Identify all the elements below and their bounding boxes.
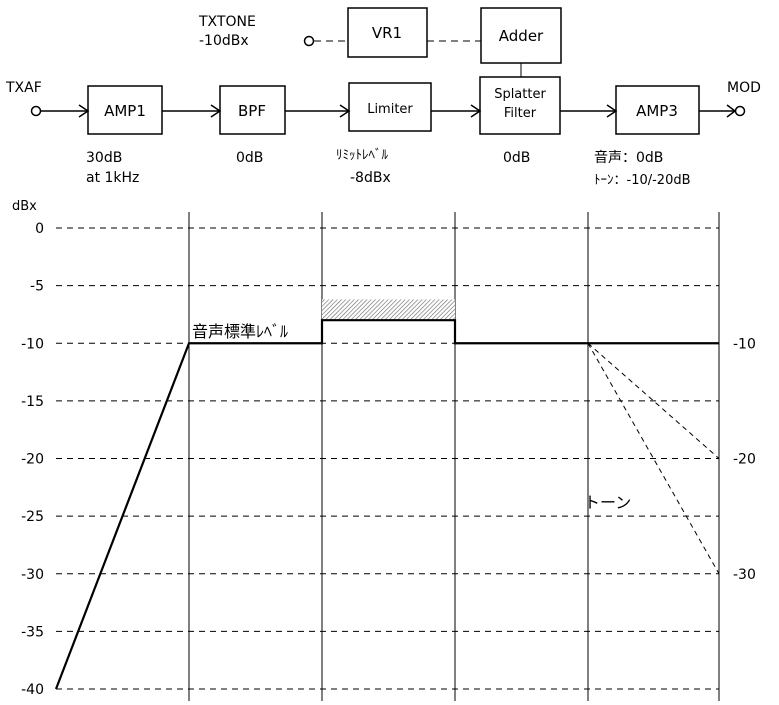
vr1-label: VR1 [372,24,402,42]
bpf-block [219,85,286,135]
tone-label: トーン [584,493,631,512]
amp3-label: AMP3 [636,102,678,120]
voice-standard-level-label: 音声標準ﾚﾍﾞﾙ [192,322,288,341]
splatter-filter-block [479,76,561,135]
limiter-label: Limiter [367,102,413,117]
y-tick-label: 0 [35,221,44,237]
bpf-gain: 0dB [236,150,263,166]
adder-label: Adder [499,27,544,45]
right-tick-label: -20 [733,452,756,468]
block-diagram [30,7,746,135]
y-tick-label: -35 [21,624,44,640]
tone-level-line [587,343,720,574]
amp3-block [615,85,700,135]
txaf-input-terminal [30,105,42,117]
mod-label: MOD [727,80,761,96]
txaf-label: TXAF [5,80,42,96]
y-tick-label: -40 [21,682,44,698]
y-tick-label: -20 [21,452,44,468]
splatter-gain: 0dB [503,150,530,166]
amp3-voice-gain: 音声：0dB [594,149,663,166]
gain-labels: 30dB at 1kHz 0dB ﾘﾐｯﾄﾚﾍﾞﾙ -8dBx 0dB 音声：0… [86,148,691,188]
adder-block [480,7,562,64]
bpf-label: BPF [238,102,266,120]
vr1-block [347,7,428,58]
txtone-level-label: -10dBx [199,33,249,49]
y-tick-labels: 0 -5 -10 -15 -20 -25 -30 -35 -40 [21,221,44,698]
io-labels: TXAF MOD TXTONE -10dBx [5,14,761,96]
voice-level-line [54,319,719,690]
y-tick-label: -5 [30,279,44,295]
amp1-gain: 30dB [86,150,122,166]
y-axis-label: dBx [12,199,37,214]
y-tick-label: -15 [21,394,44,410]
txtone-input-terminal [303,35,315,47]
mod-output-terminal [734,105,746,117]
limiter-block [348,82,432,132]
amp3-tone-gain: ﾄｰﾝ：-10/-20dB [594,173,691,188]
limiter-margin-band [322,299,455,321]
limiter-level-value: -8dBx [350,170,391,186]
amp1-label: AMP1 [104,102,146,120]
right-tick-labels: -10 -20 -30 [733,336,756,583]
amp1-gain-freq: at 1kHz [86,170,139,186]
right-tick-label: -10 [733,336,756,352]
level-chart: dBx 0 -5 -10 -15 -20 -25 -30 -35 -40 -10 -20 -30 音… [12,199,756,701]
right-tick-label: -30 [733,567,756,583]
y-tick-label: -25 [21,509,44,525]
limiter-level-caption: ﾘﾐｯﾄﾚﾍﾞﾙ [336,148,389,163]
y-tick-label: -10 [21,336,44,352]
amp1-block [87,85,163,135]
txtone-label: TXTONE [198,14,256,30]
y-tick-label: -30 [21,567,44,583]
tone-level-line [587,342,720,459]
level-series [54,319,720,690]
chart-grid [56,212,720,701]
